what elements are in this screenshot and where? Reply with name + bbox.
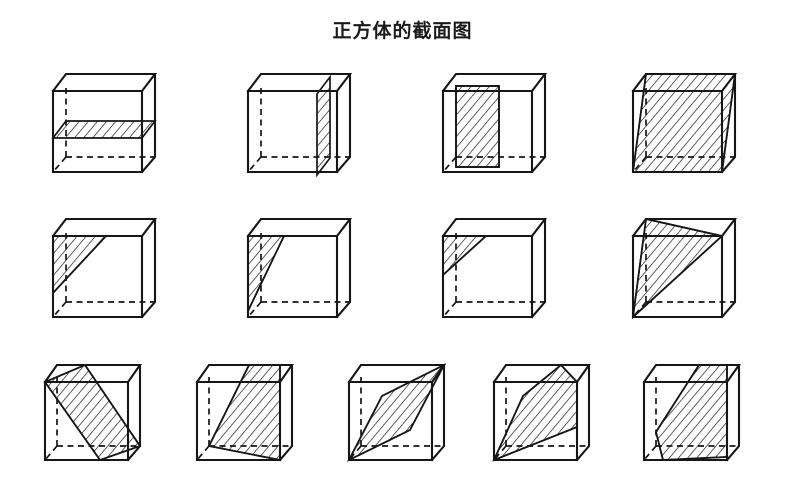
visible-edges [441,72,548,174]
section-plane [347,363,446,462]
cube-figure-3 [438,60,578,192]
cube-figure-7 [438,205,578,337]
section-plane [492,363,578,462]
cube-figure-10 [192,352,322,482]
section-plane [455,85,500,168]
section-plane [51,120,157,139]
section-plane [631,217,724,320]
section-plane [52,235,108,296]
section-plane [207,364,281,462]
cube-figure-13 [639,352,769,482]
section-plane [655,364,728,461]
cube-figure-6 [243,205,383,337]
hidden-edges [247,86,350,173]
cube-figure-5 [48,205,188,337]
visible-edges [51,72,158,174]
section-plane [247,235,286,312]
visible-edges [246,72,353,174]
hidden-edges [442,231,545,318]
page-title: 正方体的截面图 [332,21,473,42]
section-plane [442,235,489,277]
cube-figure-8 [628,205,768,337]
section-plane [43,363,142,462]
cube-figure-2 [243,60,383,192]
cube-figure-9 [40,352,170,482]
section-plane [316,74,331,178]
cube-figure-4 [628,60,768,192]
cube-figure-1 [48,60,188,192]
cube-figure-12 [489,352,619,482]
section-plane [632,73,736,173]
cube-figure-11 [344,352,474,482]
visible-edges [441,217,548,319]
